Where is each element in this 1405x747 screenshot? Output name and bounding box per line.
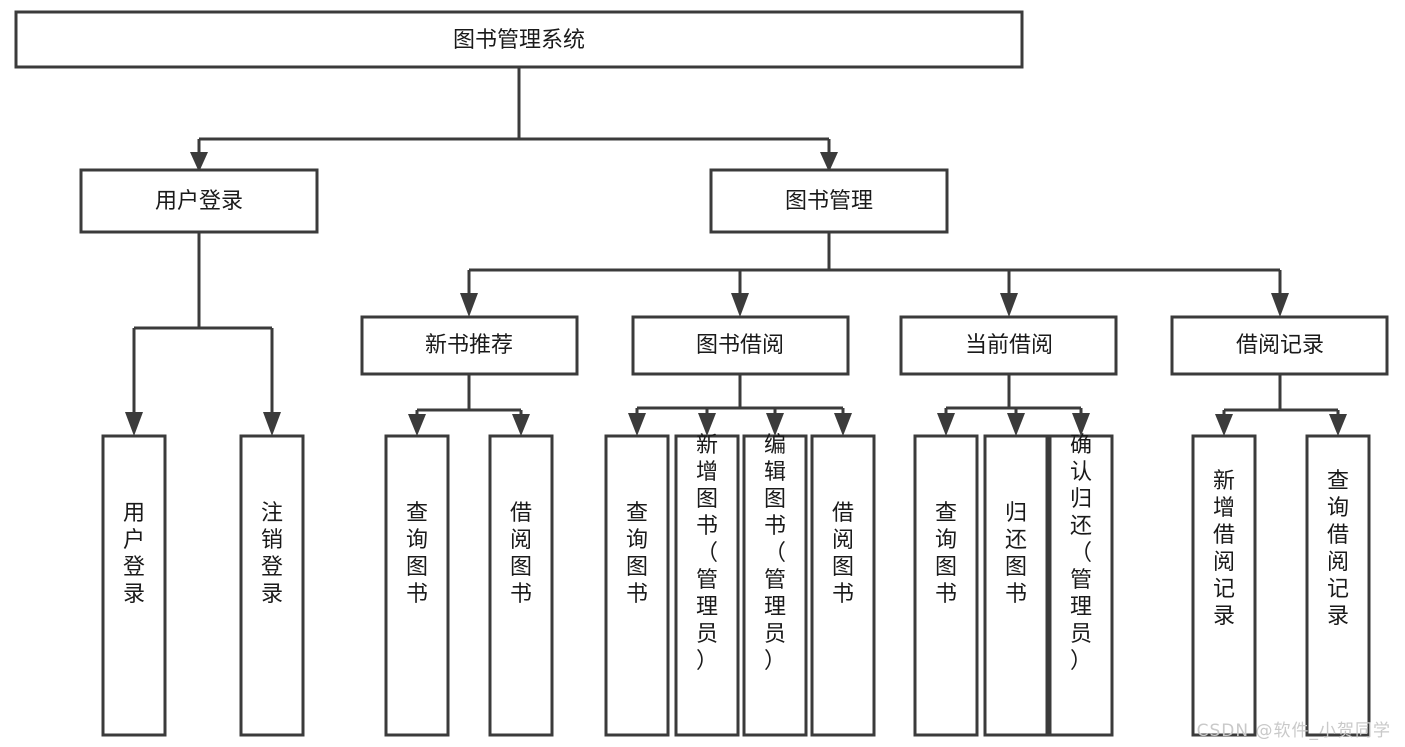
leaf-box[interactable] bbox=[1191, 434, 1257, 737]
book-management-label: 图书管理 bbox=[785, 189, 873, 214]
arrow-borrow-leaf-3 bbox=[766, 413, 784, 436]
arrow-to-new-book bbox=[460, 293, 478, 317]
leaf-newbook-query-book[interactable]: 查询图书 bbox=[384, 434, 450, 737]
user-login-label: 用户登录 bbox=[155, 189, 243, 214]
leaf-newbook-borrow-book[interactable]: 借阅图书 bbox=[488, 434, 554, 737]
user-login-box[interactable] bbox=[79, 168, 319, 234]
node-user-login[interactable]: 用户登录 bbox=[79, 168, 319, 234]
leaf-box[interactable] bbox=[674, 434, 740, 737]
node-book-management[interactable]: 图书管理 bbox=[709, 168, 949, 234]
leaf-box[interactable] bbox=[604, 434, 670, 737]
root-label: 图书管理系统 bbox=[453, 28, 585, 53]
arrow-record-leaf-1 bbox=[1215, 414, 1233, 436]
leaf-label: 查询借阅记录 bbox=[1327, 469, 1349, 629]
node-current-borrow[interactable]: 当前借阅 bbox=[899, 315, 1118, 376]
arrow-newbook-leaf-1 bbox=[408, 414, 426, 436]
leaf-borrow-add-book-admin[interactable]: 新增图书（管理员） bbox=[674, 433, 740, 737]
node-borrow-record[interactable]: 借阅记录 bbox=[1170, 315, 1389, 376]
arrow-to-borrow-record bbox=[1271, 293, 1289, 317]
arrow-to-book-mgmt bbox=[820, 152, 838, 172]
leaf-box[interactable] bbox=[1048, 434, 1114, 737]
edge-layer bbox=[125, 67, 1347, 436]
arrow-current-leaf-2 bbox=[1007, 413, 1025, 436]
leaf-label: 查询图书 bbox=[935, 501, 957, 607]
leaf-label: 借阅图书 bbox=[510, 501, 532, 607]
leaf-box[interactable] bbox=[913, 434, 979, 737]
csdn-watermark: CSDN @软件_小贺同学 bbox=[1196, 721, 1391, 741]
borrow-record-box[interactable] bbox=[1170, 315, 1389, 376]
leaf-label: 查询图书 bbox=[406, 501, 428, 607]
leaf-label: 借阅图书 bbox=[832, 501, 854, 607]
leaf-current-query-book[interactable]: 查询图书 bbox=[913, 434, 979, 737]
node-new-book-recommend[interactable]: 新书推荐 bbox=[360, 315, 579, 376]
leaf-box[interactable] bbox=[239, 434, 305, 737]
arrow-to-borrow-book bbox=[731, 293, 749, 317]
arrow-to-current-borrow bbox=[1000, 293, 1018, 317]
arrow-borrow-leaf-4 bbox=[834, 413, 852, 436]
leaf-label: 用户登录 bbox=[123, 501, 145, 607]
current-borrow-box[interactable] bbox=[899, 315, 1118, 376]
book-management-box[interactable] bbox=[709, 168, 949, 234]
arrow-newbook-leaf-2 bbox=[512, 414, 530, 436]
leaf-box[interactable] bbox=[983, 434, 1049, 737]
leaf-record-add-record[interactable]: 新增借阅记录 bbox=[1191, 434, 1257, 737]
arrow-record-leaf-2 bbox=[1329, 414, 1347, 436]
leaf-borrow-query-book[interactable]: 查询图书 bbox=[604, 434, 670, 737]
leaf-label: 归还图书 bbox=[1005, 501, 1027, 607]
borrow-record-label: 借阅记录 bbox=[1236, 333, 1324, 358]
arrow-userlogin-leaf-1 bbox=[125, 412, 143, 436]
node-root[interactable]: 图书管理系统 bbox=[14, 10, 1024, 69]
leaf-user-login-login[interactable]: 用户登录 bbox=[101, 434, 167, 737]
root-box[interactable] bbox=[14, 10, 1024, 69]
arrow-userlogin-leaf-2 bbox=[263, 412, 281, 436]
leaf-borrow-borrow-book[interactable]: 借阅图书 bbox=[810, 434, 876, 737]
leaf-user-login-logout[interactable]: 注销登录 bbox=[239, 434, 305, 737]
leaf-label: 新增借阅记录 bbox=[1213, 469, 1235, 629]
book-borrow-box[interactable] bbox=[631, 315, 850, 376]
leaf-record-query-record[interactable]: 查询借阅记录 bbox=[1305, 434, 1371, 737]
node-book-borrow[interactable]: 图书借阅 bbox=[631, 315, 850, 376]
book-borrow-label: 图书借阅 bbox=[696, 333, 784, 358]
arrow-borrow-leaf-1 bbox=[628, 413, 646, 436]
leaf-box[interactable] bbox=[1305, 434, 1371, 737]
leaf-borrow-edit-book-admin[interactable]: 编辑图书（管理员） bbox=[742, 433, 808, 737]
leaf-box[interactable] bbox=[810, 434, 876, 737]
current-borrow-label: 当前借阅 bbox=[965, 333, 1053, 358]
leaf-label: 编辑图书（管理员） bbox=[764, 433, 786, 674]
leaf-label: 注销登录 bbox=[261, 501, 283, 607]
arrow-to-user-login bbox=[190, 152, 208, 172]
leaf-current-return-book[interactable]: 归还图书 bbox=[983, 434, 1049, 737]
new-book-recommend-label: 新书推荐 bbox=[425, 333, 513, 358]
arrow-borrow-leaf-2 bbox=[698, 413, 716, 436]
leaf-box[interactable] bbox=[488, 434, 554, 737]
leaf-box[interactable] bbox=[101, 434, 167, 737]
arrow-current-leaf-3 bbox=[1072, 413, 1090, 436]
leaf-label: 查询图书 bbox=[626, 501, 648, 607]
leaf-current-confirm-return-admin[interactable]: 确认归还（管理员） bbox=[1048, 433, 1114, 737]
leaf-box[interactable] bbox=[742, 434, 808, 737]
leaf-label: 确认归还（管理员） bbox=[1070, 433, 1092, 674]
leaf-label: 新增图书（管理员） bbox=[696, 433, 718, 674]
leaf-box[interactable] bbox=[384, 434, 450, 737]
new-book-recommend-box[interactable] bbox=[360, 315, 579, 376]
arrow-current-leaf-1 bbox=[937, 413, 955, 436]
